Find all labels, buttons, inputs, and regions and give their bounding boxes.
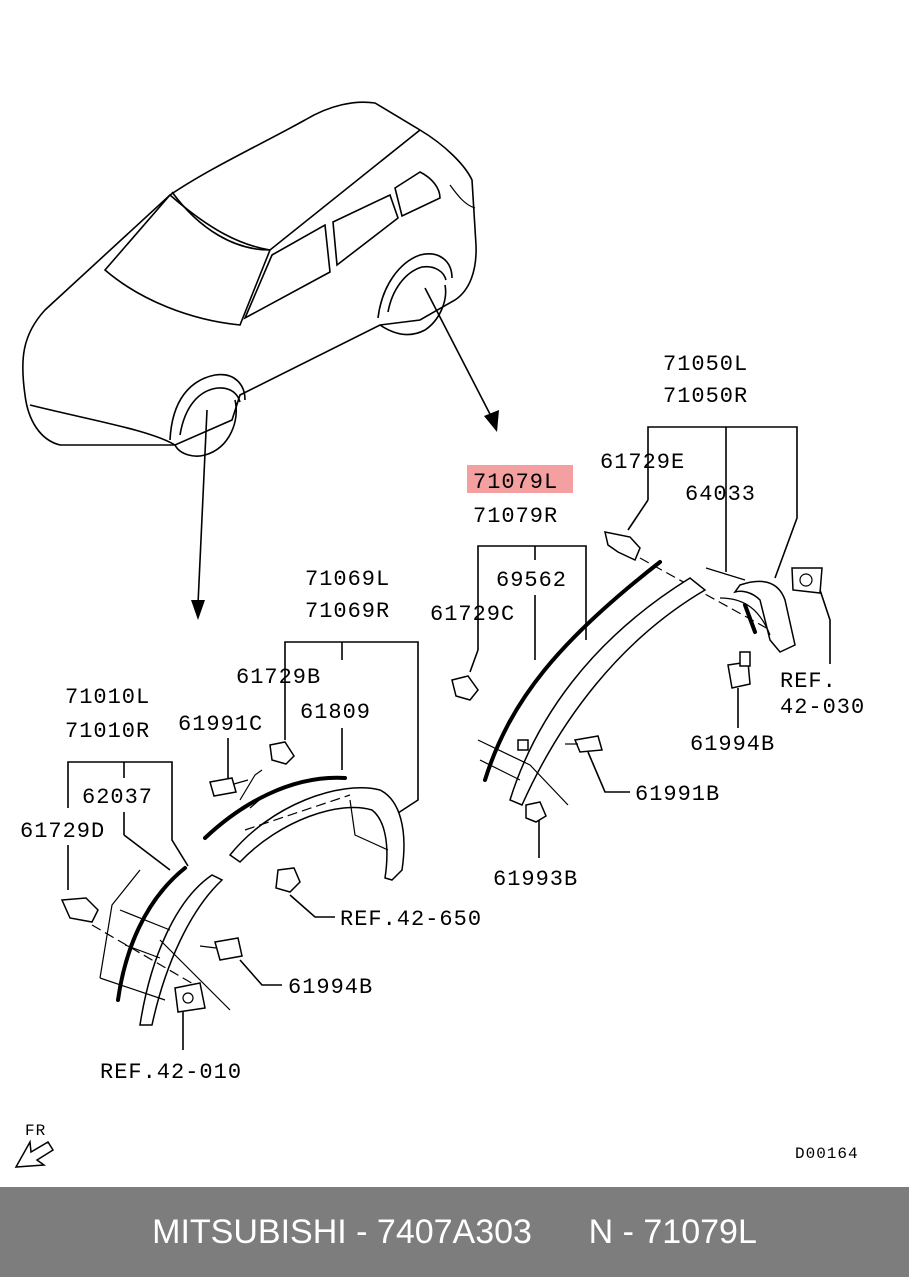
label-61994B-rear: 61994B [690, 732, 775, 757]
label-71069R: 71069R [305, 599, 390, 624]
footer-part-number: MITSUBISHI - 7407A303 N - 71079L [152, 1213, 757, 1251]
label-61729D: 61729D [20, 819, 105, 844]
label-fr: FR [25, 1122, 46, 1140]
label-ref-42-030-a: REF. [780, 669, 837, 694]
label-61994B-front: 61994B [288, 975, 373, 1000]
arrow-front [191, 409, 208, 620]
label-71010R: 71010R [65, 719, 150, 744]
label-ref-42-010: REF.42-010 [100, 1060, 242, 1085]
vehicle-illustration [21, 101, 477, 457]
label-61729C: 61729C [430, 602, 515, 627]
footer-bar: MITSUBISHI - 7407A303 N - 71079L [0, 1187, 909, 1277]
label-71050L: 71050L [663, 352, 748, 377]
label-64033: 64033 [685, 482, 756, 507]
fr-direction-indicator: FR [14, 1122, 55, 1168]
label-71079L: 71079L [473, 470, 558, 495]
diagram-code: D00164 [795, 1145, 859, 1163]
label-61991B: 61991B [635, 782, 720, 807]
label-62037: 62037 [82, 785, 153, 810]
highlight-71079L [467, 465, 573, 493]
label-ref-42-650: REF.42-650 [340, 907, 482, 932]
label-61991C: 61991C [178, 712, 263, 737]
front-fender-group: 71069L 71069R 61729B 61809 61991C REF.42… [178, 567, 482, 932]
label-61729B: 61729B [236, 665, 321, 690]
label-71079R: 71079R [473, 504, 558, 529]
front-mudguard-group: 71010L 71010R 62037 61729D 61994B REF.42… [20, 685, 373, 1085]
arrow-rear [424, 287, 499, 432]
label-71050R: 71050R [663, 384, 748, 409]
rear-fender-group: 71050L 71050R 61729E 64033 REF. 42-030 6… [600, 352, 865, 757]
label-61729E: 61729E [600, 450, 685, 475]
label-71069L: 71069L [305, 567, 390, 592]
rear-molding-group: 71079L 71079R 69562 61729C 61993B 61991B [430, 465, 720, 892]
label-71010L: 71010L [65, 685, 150, 710]
label-61809: 61809 [300, 700, 371, 725]
parts-diagram: 71050L 71050R 61729E 64033 REF. 42-030 6… [14, 101, 865, 1168]
label-61993B: 61993B [493, 867, 578, 892]
fr-arrow-icon [14, 1139, 55, 1168]
label-69562: 69562 [496, 568, 567, 593]
label-ref-42-030-b: 42-030 [780, 695, 865, 720]
